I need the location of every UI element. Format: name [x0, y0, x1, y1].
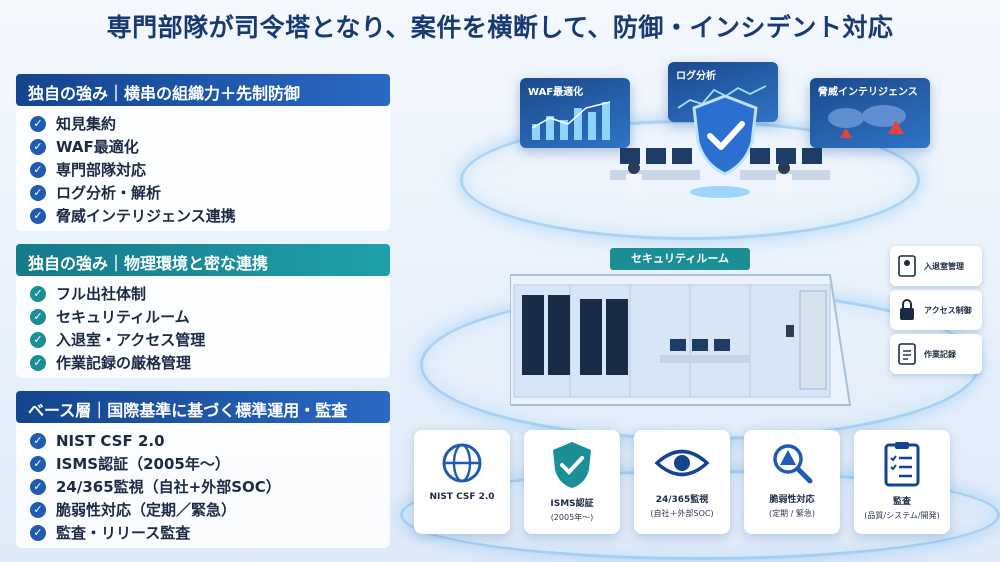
side-card-access: アクセス制御: [890, 290, 982, 330]
list-item: ✓監査・リリース監査: [30, 521, 376, 544]
base-layer-panel: ベース層｜国際基準に基づく標準運用・監査 ✓NIST CSF 2.0 ✓ISMS…: [16, 391, 390, 548]
check-icon: ✓: [30, 501, 46, 518]
list-item: ✓ISMS認証（2005年～）: [30, 452, 376, 475]
check-icon: ✓: [30, 115, 46, 132]
list-item: ✓専門部隊対応: [30, 158, 376, 181]
checklist-icon: [884, 442, 920, 487]
panel-list: ✓NIST CSF 2.0 ✓ISMS認証（2005年～） ✓24/365監視（…: [16, 423, 390, 548]
globe-icon: [442, 443, 482, 483]
side-card-log: 作業記録: [890, 334, 982, 374]
check-icon: ✓: [30, 207, 46, 224]
panel-heading: 独自の強み｜物理環境と密な連携: [16, 244, 390, 276]
check-icon: ✓: [30, 161, 46, 178]
check-icon: ✓: [30, 432, 46, 449]
list-item: ✓セキュリティルーム: [30, 305, 376, 328]
bottom-card-isms: ISMS認証 (2005年～): [524, 430, 620, 534]
side-card-entry: 入退室管理: [890, 246, 982, 286]
lock-icon: [900, 299, 914, 320]
check-icon: ✓: [30, 308, 46, 325]
page-title: 専門部隊が司令塔となり、案件を横断して、防御・インシデント対応: [106, 13, 894, 42]
bar-chart-icon: [531, 101, 611, 140]
list-item: ✓NIST CSF 2.0: [30, 429, 376, 452]
check-icon: ✓: [30, 138, 46, 155]
bottom-card-nist: NIST CSF 2.0: [414, 430, 510, 534]
panel-heading: 独自の強み｜横串の組織力＋先制防御: [16, 74, 390, 106]
magnifier-warning-icon: [773, 444, 813, 484]
clipboard-icon: [898, 343, 916, 365]
check-icon: ✓: [30, 478, 46, 495]
list-item: ✓24/365監視（自社+外部SOC）: [30, 475, 376, 498]
list-item: ✓入退室・アクセス管理: [30, 328, 376, 351]
security-illustration: WAF最適化 ログ分析 脅威インテリジェンス: [400, 50, 1000, 562]
world-map-icon: [828, 105, 906, 138]
soc-operators-icon: [610, 148, 830, 198]
list-item: ✓作業記録の厳格管理: [30, 351, 376, 374]
shield-check-icon: [553, 442, 591, 488]
room-label: セキュリティルーム: [610, 248, 750, 270]
check-icon: ✓: [30, 524, 46, 541]
panel-list: ✓知見集約 ✓WAF最適化 ✓専門部隊対応 ✓ログ分析・解析 ✓脅威インテリジェ…: [16, 106, 390, 231]
list-item: ✓脆弱性対応（定期／緊急）: [30, 498, 376, 521]
strength-panel-organization: 独自の強み｜横串の組織力＋先制防御 ✓知見集約 ✓WAF最適化 ✓専門部隊対応 …: [16, 74, 390, 231]
list-item: ✓フル出社体制: [30, 282, 376, 305]
check-icon: ✓: [30, 184, 46, 201]
check-icon: ✓: [30, 354, 46, 371]
line-chart-icon: [677, 85, 767, 109]
strength-panel-physical: 独自の強み｜物理環境と密な連携 ✓フル出社体制 ✓セキュリティルーム ✓入退室・…: [16, 244, 390, 378]
threat-intel-screen: 脅威インテリジェンス: [810, 78, 930, 148]
id-card-icon: [898, 255, 916, 277]
check-icon: ✓: [30, 331, 46, 348]
list-item: ✓ログ分析・解析: [30, 181, 376, 204]
shield-check-icon: [692, 94, 758, 176]
panel-list: ✓フル出社体制 ✓セキュリティルーム ✓入退室・アクセス管理 ✓作業記録の厳格管…: [16, 276, 390, 378]
list-item: ✓WAF最適化: [30, 135, 376, 158]
bottom-card-monitoring: 24/365監視 (自社＋外部SOC): [634, 430, 730, 534]
waf-screen: WAF最適化: [520, 78, 630, 148]
check-icon: ✓: [30, 455, 46, 472]
list-item: ✓知見集約: [30, 112, 376, 135]
bottom-card-vulnerability: 脆弱性対応 (定期 / 緊急): [744, 430, 840, 534]
eye-icon: [654, 449, 710, 477]
security-room-icon: [510, 274, 852, 406]
list-item: ✓脅威インテリジェンス連携: [30, 204, 376, 227]
panel-heading: ベース層｜国際基準に基づく標準運用・監査: [16, 391, 390, 423]
check-icon: ✓: [30, 285, 46, 302]
bottom-card-audit: 監査 (品質/システム/開発): [854, 430, 950, 534]
